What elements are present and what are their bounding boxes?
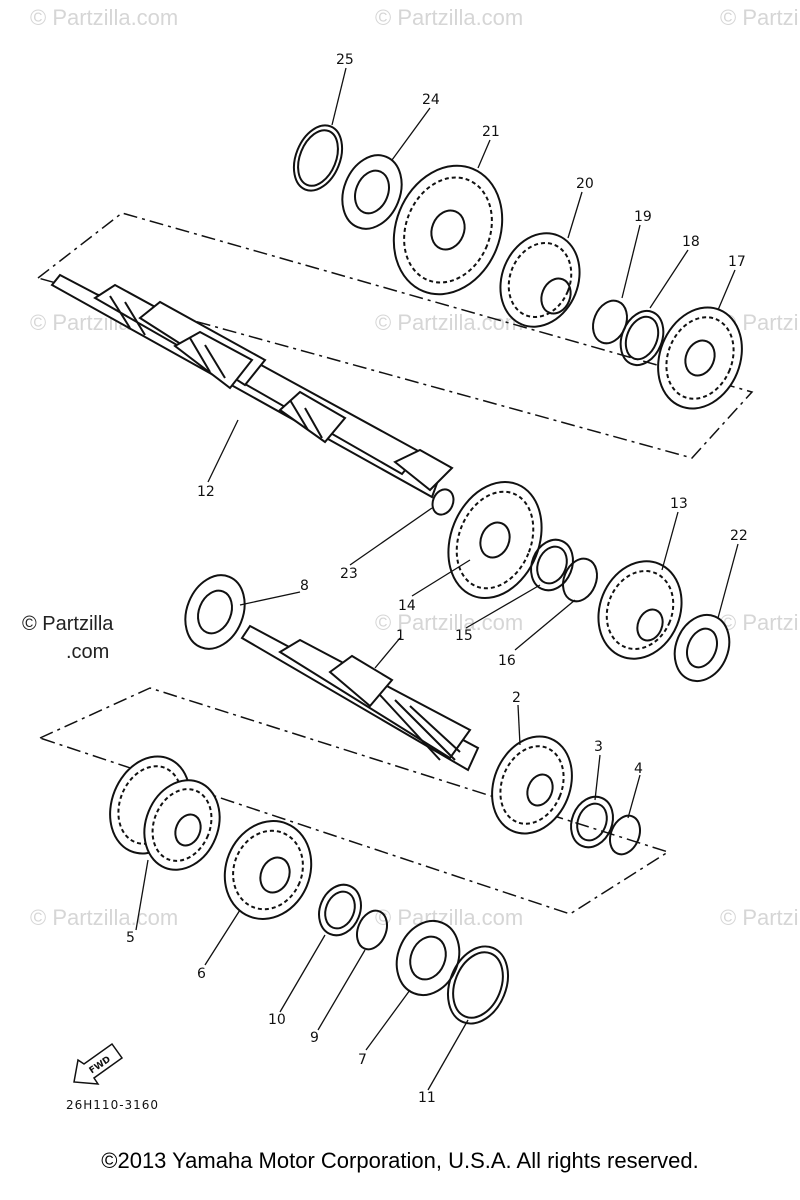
callout-15: 15 bbox=[455, 628, 473, 644]
gear-17 bbox=[657, 306, 743, 410]
circlip-9 bbox=[356, 909, 388, 951]
callout-6: 6 bbox=[197, 966, 206, 982]
circlip-4 bbox=[609, 814, 641, 856]
watermark-text: © Partzilla.com bbox=[375, 310, 523, 335]
callout-7: 7 bbox=[358, 1052, 367, 1068]
bearing-24 bbox=[341, 154, 403, 230]
callout-20: 20 bbox=[576, 176, 594, 192]
drive-axle bbox=[240, 624, 480, 772]
gear-13 bbox=[597, 560, 683, 660]
callout-19: 19 bbox=[634, 209, 652, 225]
callout-18: 18 bbox=[682, 234, 700, 250]
lower-group-outline bbox=[37, 687, 670, 915]
gear-5 bbox=[109, 755, 221, 871]
watermark-text: © Partzilla.com bbox=[720, 5, 800, 30]
watermark-text: © Partzilla.com bbox=[720, 905, 800, 930]
callout-labels: 25 24 21 20 19 18 17 12 13 22 23 14 15 1… bbox=[126, 52, 748, 1106]
callout-9: 9 bbox=[310, 1030, 319, 1046]
upper-group-outline bbox=[36, 212, 754, 459]
washer-15 bbox=[530, 538, 574, 592]
circlip-25 bbox=[292, 124, 344, 192]
callout-24: 24 bbox=[422, 92, 440, 108]
main-axle bbox=[50, 273, 454, 499]
watermark-text: © Partzilla.com bbox=[30, 5, 178, 30]
callout-13: 13 bbox=[670, 496, 688, 512]
callout-5: 5 bbox=[126, 930, 135, 946]
collar-23 bbox=[431, 488, 455, 516]
copyright-notice: ©2013 Yamaha Motor Corporation, U.S.A. A… bbox=[101, 1148, 699, 1173]
callout-21: 21 bbox=[482, 124, 500, 140]
diagram-code: 26H110-3160 bbox=[66, 1098, 160, 1112]
circlip-11 bbox=[447, 945, 509, 1025]
callout-22: 22 bbox=[730, 528, 748, 544]
callout-16: 16 bbox=[498, 653, 516, 669]
bearing-8 bbox=[184, 574, 246, 650]
gear-21 bbox=[392, 164, 504, 296]
bearing-22 bbox=[673, 614, 731, 682]
callout-10: 10 bbox=[268, 1012, 286, 1028]
gear-2 bbox=[491, 735, 573, 835]
watermark-text: © Partzilla.com bbox=[720, 610, 800, 635]
callout-17: 17 bbox=[728, 254, 746, 270]
watermark-text: © Partzilla.com bbox=[375, 5, 523, 30]
side-watermark: © Partzilla .com bbox=[22, 610, 113, 666]
callout-11: 11 bbox=[418, 1090, 436, 1106]
gear-14 bbox=[447, 480, 543, 600]
leader-lines bbox=[135, 67, 739, 1091]
bearing-7 bbox=[395, 920, 461, 996]
callout-12: 12 bbox=[197, 484, 215, 500]
callout-3: 3 bbox=[594, 739, 603, 755]
watermark-text: © Partzilla.com bbox=[30, 905, 178, 930]
washer-3 bbox=[570, 795, 614, 849]
gear-6 bbox=[223, 820, 313, 920]
washer-18 bbox=[619, 309, 665, 367]
callout-2: 2 bbox=[512, 690, 521, 706]
circlip-16 bbox=[562, 557, 598, 603]
callout-23: 23 bbox=[340, 566, 358, 582]
washer-10 bbox=[318, 883, 362, 937]
callout-25: 25 bbox=[336, 52, 354, 68]
watermark-text: © Partzilla.com bbox=[375, 610, 523, 635]
callout-14: 14 bbox=[398, 598, 416, 614]
callout-4: 4 bbox=[634, 761, 643, 777]
callout-8: 8 bbox=[300, 578, 309, 594]
callout-1: 1 bbox=[396, 628, 405, 644]
forward-arrow-icon: FWD bbox=[73, 1042, 124, 1085]
side-watermark-line2: .com bbox=[66, 641, 110, 663]
gear-20 bbox=[499, 232, 581, 328]
side-watermark-line1: © Partzilla bbox=[22, 613, 114, 635]
